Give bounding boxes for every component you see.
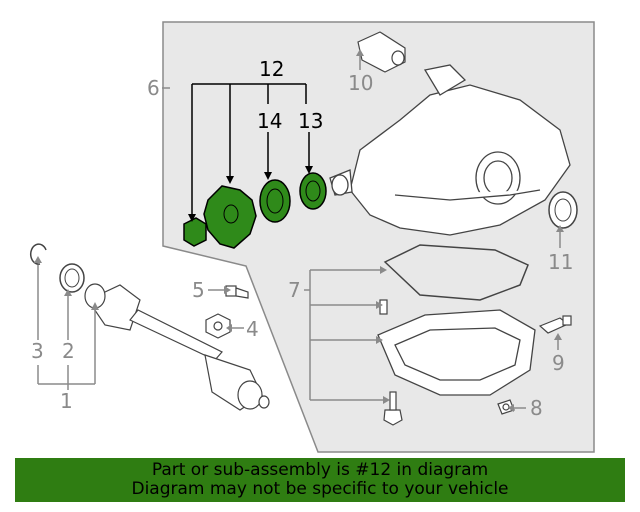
actuator (357, 31, 406, 73)
callout-13: 13 (298, 109, 323, 133)
axle-shaft (84, 283, 270, 411)
sensor (538, 315, 572, 334)
flange-nut (183, 217, 207, 247)
dowel-pin (379, 299, 388, 315)
flange-assembly-highlight (183, 172, 327, 249)
leaders-grey (37, 56, 561, 409)
seal-14 (259, 179, 291, 223)
gasket (383, 244, 529, 301)
callout-3: 3 (31, 339, 44, 363)
callout-1: 1 (60, 389, 73, 413)
leaders-black (191, 83, 310, 214)
callout-5: 5 (192, 278, 205, 302)
bolt (225, 285, 249, 299)
snap-ring (30, 243, 47, 265)
output-seal (548, 191, 578, 229)
oil-pan (377, 309, 536, 396)
pan-bolt (383, 391, 403, 426)
callout-12: 12 (259, 57, 284, 81)
companion-flange (203, 185, 257, 249)
callout-4: 4 (246, 317, 259, 341)
nut (205, 313, 231, 339)
differential-housing (329, 64, 571, 236)
banner-line-1: Part or sub-assembly is #12 in diagram (151, 460, 489, 480)
callout-7: 7 (288, 278, 301, 302)
callout-8: 8 (530, 396, 543, 420)
callout-11: 11 (548, 250, 573, 274)
seal-13 (299, 172, 327, 210)
banner-line-2: Diagram may not be specific to your vehi… (131, 479, 509, 499)
callout-10: 10 (348, 71, 373, 95)
callout-9: 9 (552, 351, 565, 375)
callout-14: 14 (257, 109, 282, 133)
callout-2: 2 (62, 339, 75, 363)
callout-6: 6 (147, 76, 160, 100)
notice-banner: Part or sub-assembly is #12 in diagram D… (15, 458, 625, 502)
seal-ring (59, 263, 85, 293)
